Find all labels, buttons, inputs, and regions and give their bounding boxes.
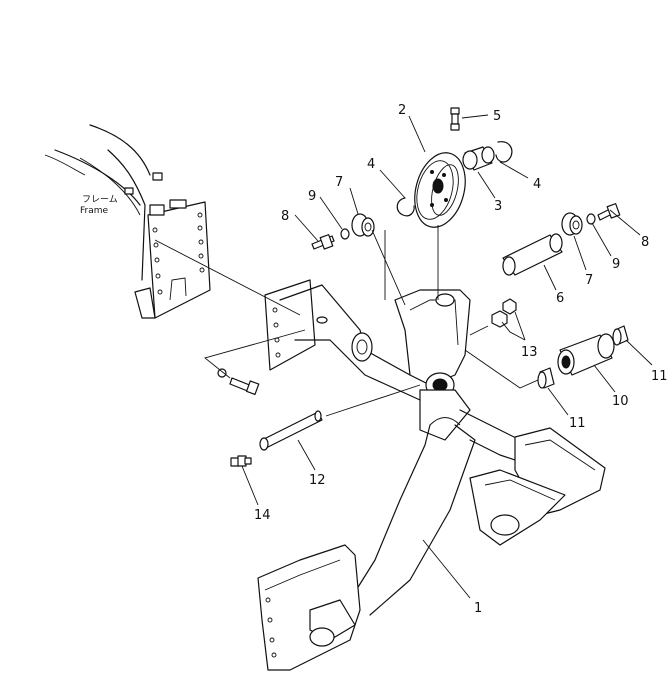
callout-8-left: 8 [281, 209, 289, 224]
callout-13: 13 [521, 345, 538, 360]
callout-9-right: 9 [612, 257, 620, 272]
callout-11-right: 11 [651, 369, 668, 384]
callout-10: 10 [612, 394, 629, 409]
collar-right [561, 212, 583, 236]
bolt-right [597, 203, 621, 221]
bolt-left [311, 234, 335, 250]
callout-8-right: 8 [641, 235, 649, 250]
callout-5: 5 [493, 109, 501, 124]
washer-right [586, 213, 596, 225]
callout-6: 6 [556, 291, 564, 306]
frame-label-japanese: フレーム [82, 194, 118, 205]
callout-3: 3 [494, 199, 502, 214]
callout-7-right: 7 [585, 273, 593, 288]
snap-ring-right [495, 141, 513, 163]
washer-left [340, 228, 350, 240]
loose-bolt [229, 377, 260, 396]
equalizer-bar [257, 279, 606, 671]
bushing [462, 146, 495, 171]
callout-12: 12 [309, 473, 326, 488]
bushing-upper-right [612, 325, 629, 346]
callout-2: 2 [398, 103, 406, 118]
nuts [491, 298, 517, 328]
callout-4-right: 4 [533, 177, 541, 192]
spacer [557, 333, 615, 376]
callout-7-left: 7 [335, 175, 343, 190]
bushing-lower [537, 367, 555, 389]
leader-lines [241, 114, 653, 599]
pulley [414, 152, 466, 300]
loose-washer [217, 368, 227, 378]
collar-left [351, 213, 375, 237]
assembly-lines [154, 229, 539, 417]
frame-label-english: Frame [80, 206, 109, 216]
callout-11-lower: 11 [569, 416, 586, 431]
pin [259, 410, 323, 451]
callout-9-left: 9 [308, 189, 316, 204]
frame-outline [44, 124, 211, 319]
shaft [502, 233, 563, 276]
grease-fitting [450, 107, 460, 131]
callout-1: 1 [474, 601, 482, 616]
callout-14: 14 [254, 508, 271, 523]
grease-fitting-lower [230, 455, 252, 467]
callout-4-left: 4 [367, 157, 375, 172]
snap-ring-left [396, 197, 415, 217]
